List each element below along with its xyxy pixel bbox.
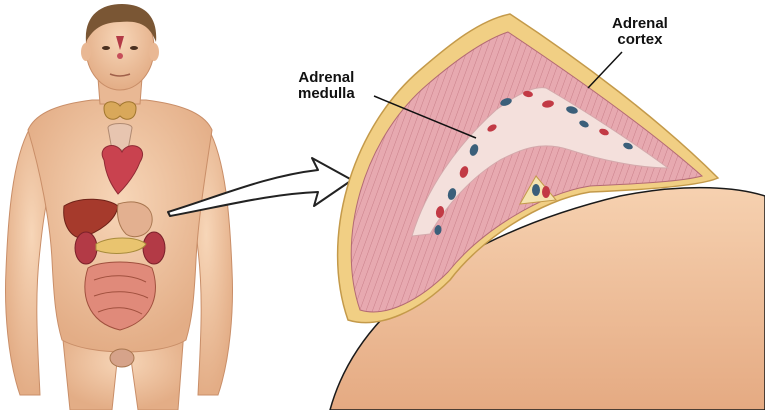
label-adrenal-medulla-line2: medulla [298, 86, 355, 102]
left-kidney [75, 232, 97, 264]
testes [110, 349, 134, 367]
right-kidney [143, 232, 165, 264]
label-adrenal-medulla: Adrenal medulla [298, 70, 355, 102]
right-eye [130, 46, 138, 50]
pineal-gland [117, 53, 123, 59]
left-ear [81, 43, 91, 61]
label-adrenal-cortex-line2: cortex [612, 32, 668, 48]
label-adrenal-medulla-line1: Adrenal [298, 70, 355, 86]
label-adrenal-cortex-line1: Adrenal [612, 16, 668, 32]
left-eye [102, 46, 110, 50]
label-adrenal-cortex: Adrenal cortex [612, 16, 668, 48]
right-ear [149, 43, 159, 61]
